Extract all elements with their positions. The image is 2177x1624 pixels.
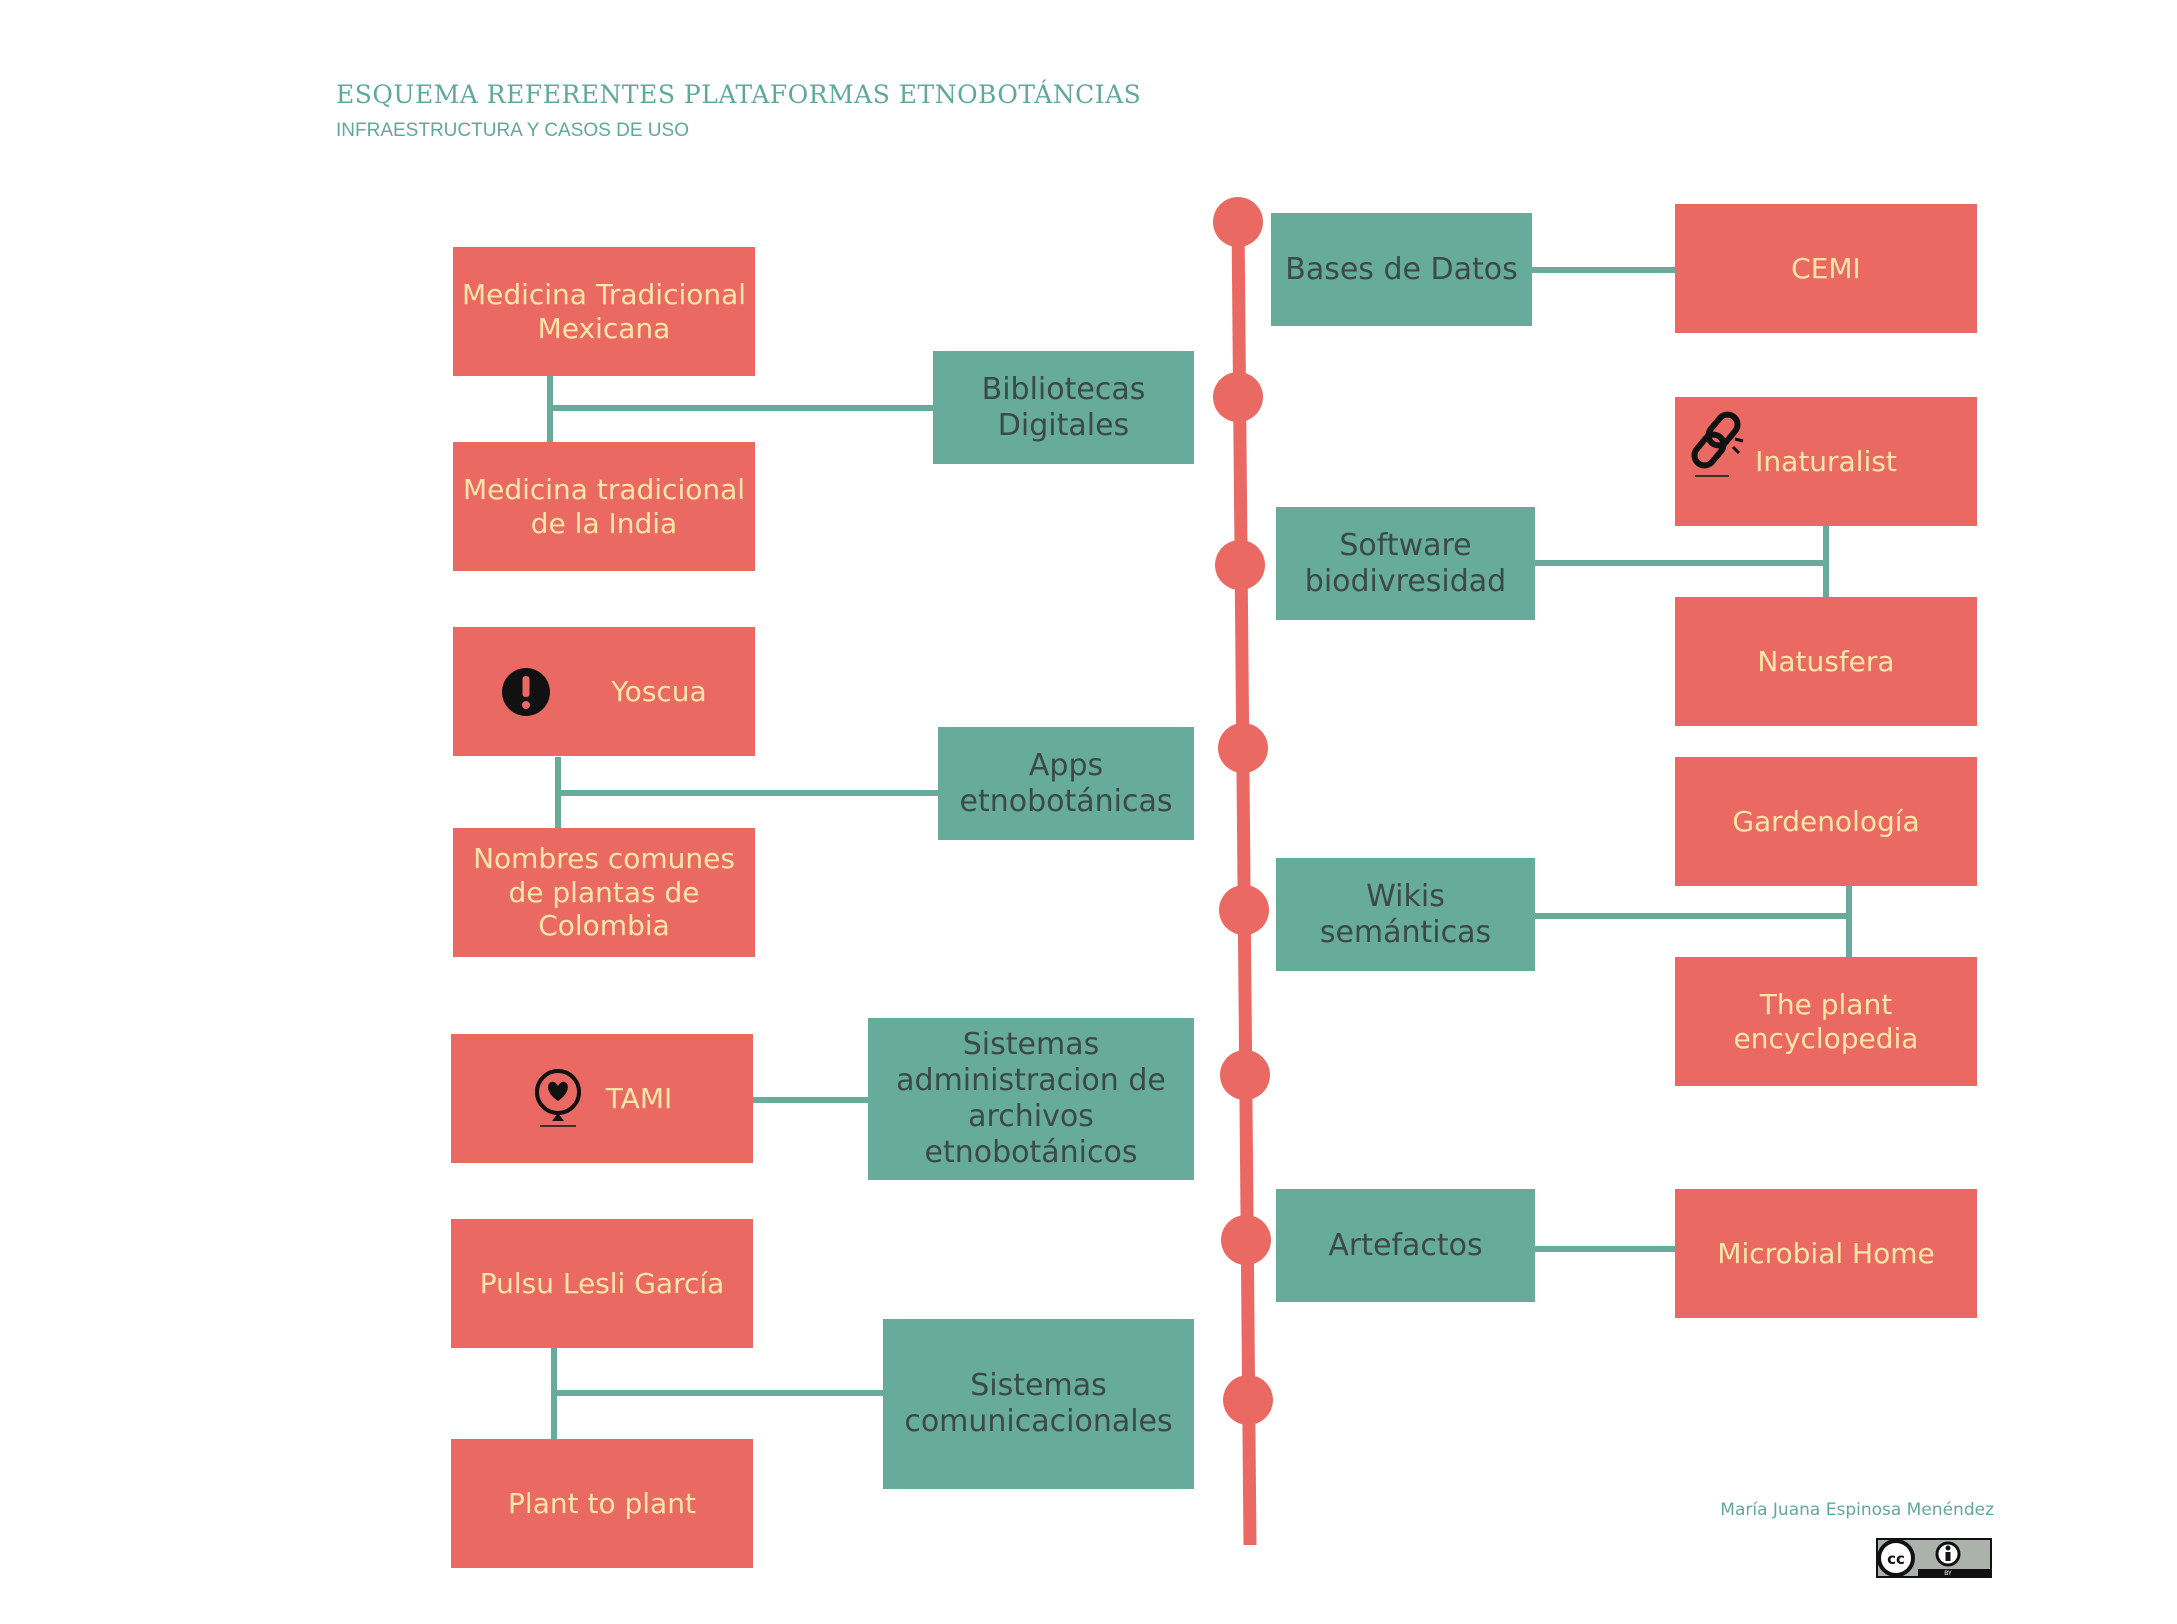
by-text: BY — [1944, 1570, 1952, 1577]
leaf-tami[interactable]: TAMI — [451, 1034, 753, 1163]
category-software-biodivresidad[interactable]: Software biodivresidad — [1276, 507, 1535, 620]
leaf-medicina-mexicana[interactable]: Medicina Tradicional Mexicana — [453, 247, 755, 376]
leaf-label: TAMI — [605, 1081, 673, 1115]
broken-link-icon — [1689, 407, 1753, 483]
leaf-label: Medicina Tradicional Mexicana — [461, 277, 747, 345]
category-artefactos[interactable]: Artefactos — [1276, 1189, 1535, 1302]
category-sistemas-comunicacionales[interactable]: Sistemas comunicacionales — [883, 1319, 1194, 1489]
category-label: Wikis semánticas — [1319, 878, 1492, 950]
timeline-node — [1218, 723, 1268, 773]
category-label: Sistemas comunicacionales — [904, 1368, 1173, 1439]
timeline-node — [1221, 1215, 1271, 1265]
diagram-subtitle: INFRAESTRUCTURA Y CASOS DE USO — [336, 120, 689, 141]
exclamation-icon — [501, 667, 551, 717]
timeline-node — [1213, 197, 1263, 247]
cc-text: cc — [1887, 1550, 1905, 1568]
category-bibliotecas-digitales[interactable]: Bibliotecas Digitales — [933, 351, 1194, 464]
category-label: Apps etnobotánicas — [959, 747, 1173, 819]
timeline-node — [1223, 1375, 1273, 1425]
leaf-label: Plant to plant — [508, 1486, 696, 1520]
category-label: Bibliotecas Digitales — [981, 371, 1146, 443]
leaf-label: Natusfera — [1757, 644, 1895, 678]
category-apps-etnobotanicas[interactable]: Apps etnobotánicas — [938, 727, 1194, 840]
category-bases-de-datos[interactable]: Bases de Datos — [1271, 213, 1532, 326]
leaf-medicina-india[interactable]: Medicina tradicional de la India — [453, 442, 755, 571]
leaf-gardenologia[interactable]: Gardenología — [1675, 757, 1977, 886]
category-sistemas-archivos[interactable]: Sistemas administracion de archivos etno… — [868, 1018, 1194, 1180]
category-label: Sistemas administracion de archivos etno… — [896, 1027, 1166, 1170]
author-credit: María Juana Espinosa Menéndez — [1720, 1500, 1994, 1520]
leaf-label: Gardenología — [1732, 804, 1920, 838]
timeline-line — [1231, 221, 1257, 1546]
timeline-node — [1215, 540, 1265, 590]
leaf-label: The plant encyclopedia — [1733, 987, 1919, 1055]
timeline-node — [1220, 1050, 1270, 1100]
leaf-label: Microbial Home — [1717, 1236, 1935, 1270]
leaf-label: Yoscua — [611, 674, 707, 708]
leaf-natusfera[interactable]: Natusfera — [1675, 597, 1977, 726]
leaf-label: Medicina tradicional de la India — [462, 472, 746, 540]
timeline-node — [1219, 885, 1269, 935]
leaf-cemi[interactable]: CEMI — [1675, 204, 1977, 333]
leaf-label: CEMI — [1791, 251, 1861, 285]
category-label: Artefactos — [1328, 1227, 1483, 1263]
category-label: Software biodivresidad — [1304, 527, 1507, 599]
leaf-nombres-comunes[interactable]: Nombres comunes de plantas de Colombia — [453, 828, 755, 957]
leaf-microbial-home[interactable]: Microbial Home — [1675, 1189, 1977, 1318]
leaf-yoscua[interactable]: Yoscua — [453, 627, 755, 756]
diagram-title: ESQUEMA REFERENTES PLATAFORMAS ETNOBOTÁN… — [336, 80, 1142, 109]
cc-by-icon[interactable]: cc BY — [1876, 1538, 1992, 1578]
leaf-pulsu-lesli-garcia[interactable]: Pulsu Lesli García — [451, 1219, 753, 1348]
heart-pin-icon — [532, 1068, 584, 1130]
leaf-label: Nombres comunes de plantas de Colombia — [473, 842, 735, 943]
category-label: Bases de Datos — [1285, 251, 1518, 287]
leaf-label: Inaturalist — [1755, 444, 1897, 478]
category-wikis-semanticas[interactable]: Wikis semánticas — [1276, 858, 1535, 971]
leaf-label: Pulsu Lesli García — [479, 1266, 725, 1300]
leaf-plant-encyclopedia[interactable]: The plant encyclopedia — [1675, 957, 1977, 1086]
leaf-plant-to-plant[interactable]: Plant to plant — [451, 1439, 753, 1568]
leaf-inaturalist[interactable]: Inaturalist — [1675, 397, 1977, 526]
timeline-node — [1213, 372, 1263, 422]
